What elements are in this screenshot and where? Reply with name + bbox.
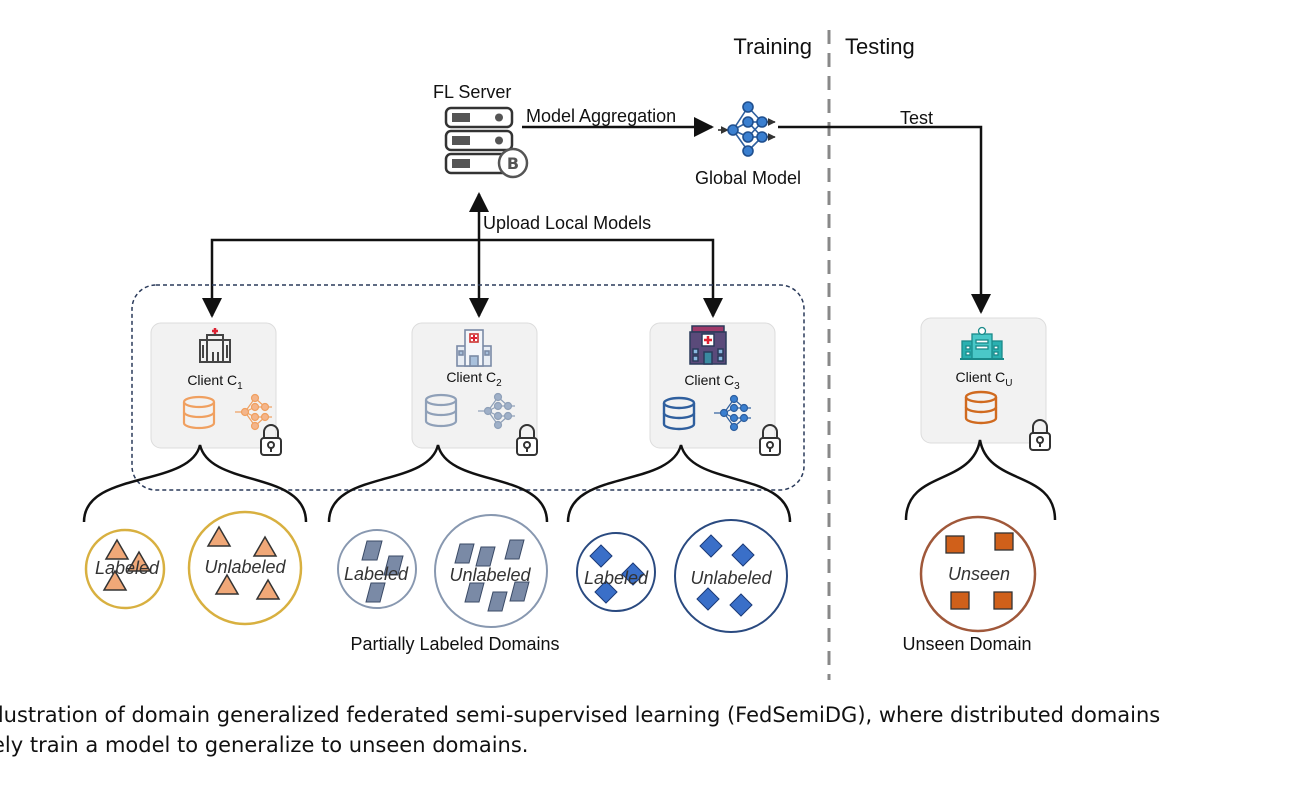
global-model-icon (718, 101, 776, 157)
brace-client-3 (566, 440, 792, 523)
client-card-unseen: Client CU (920, 317, 1051, 451)
database-icon (424, 393, 458, 428)
test-arrow (778, 125, 991, 314)
database-icon (182, 395, 216, 430)
lock-icon (759, 424, 781, 456)
brace-client-unseen (904, 439, 1057, 521)
domain-1-labeled: Labeled (84, 528, 166, 610)
training-label: Training (733, 34, 812, 59)
unlabeled-text: Unlabeled (449, 565, 531, 585)
client-card-1: Client C1 (150, 322, 282, 456)
domain-1-unlabeled: Unlabeled (187, 510, 303, 626)
client-card-3: Client C3 (649, 322, 781, 456)
lock-icon (1029, 419, 1051, 451)
database-icon (964, 390, 998, 425)
labeled-text: Labeled (584, 568, 649, 588)
domain-2-labeled: Labeled (337, 529, 417, 609)
hospital-icon (199, 328, 231, 363)
partially-labeled-caption: Partially Labeled Domains (350, 634, 559, 654)
server-label: FL Server (433, 82, 511, 102)
domain-unseen: Unseen (919, 515, 1037, 633)
client-1-label: Client C1 (187, 372, 243, 392)
brace-client-2 (327, 444, 549, 523)
client-card-2: Client C2 (411, 322, 538, 456)
unseen-domain-caption: Unseen Domain (902, 634, 1031, 654)
client-unseen-label: Client CU (955, 369, 1012, 389)
labeled-text: Labeled (95, 558, 160, 578)
hospital-icon (960, 326, 1004, 360)
client-3-label: Client C3 (684, 372, 740, 392)
upload-label: Upload Local Models (483, 213, 651, 233)
unlabeled-text: Unlabeled (690, 568, 772, 588)
caption-line-1: llustration of domain generalized federa… (0, 703, 1161, 727)
domain-3-labeled: Labeled (576, 532, 656, 612)
network-icon (478, 392, 515, 430)
lock-icon (516, 424, 538, 456)
test-label: Test (900, 108, 933, 128)
labeled-text: Labeled (344, 564, 409, 584)
aggregation-label: Model Aggregation (526, 106, 676, 126)
upload-arrow-right (479, 238, 723, 318)
domain-2-unlabeled: Unlabeled (434, 514, 548, 628)
unseen-text: Unseen (948, 564, 1010, 584)
domain-3-unlabeled: Unlabeled (674, 519, 788, 633)
brace-client-1 (82, 444, 308, 523)
global-model-label: Global Model (695, 168, 801, 188)
hospital-icon (689, 325, 727, 365)
client-2-label: Client C2 (446, 369, 502, 389)
hospital-icon (456, 329, 492, 367)
upload-arrow-left (202, 238, 479, 318)
database-icon (662, 396, 696, 431)
svg-text:B: B (507, 154, 519, 173)
network-icon (714, 394, 751, 432)
unlabeled-text: Unlabeled (204, 557, 286, 577)
caption-line-2: ely train a model to generalize to unsee… (0, 733, 529, 757)
server-icon: B (444, 106, 529, 179)
training-clients-group (131, 284, 805, 491)
figure-caption: llustration of domain generalized federa… (0, 700, 1292, 760)
testing-label: Testing (845, 34, 915, 59)
lock-icon (260, 424, 282, 456)
network-icon (235, 393, 272, 431)
